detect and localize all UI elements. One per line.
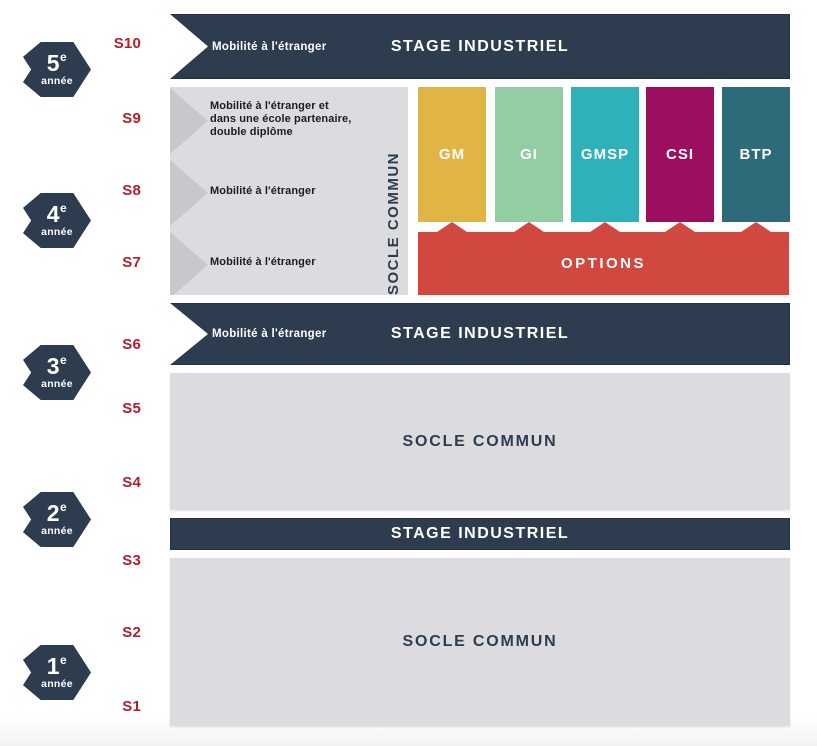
mobility-note-s9: Mobilité à l'étranger et dans une école …	[210, 100, 352, 138]
mobility-arrow-icon	[170, 160, 208, 226]
mobility-note-s8: Mobilité à l'étranger	[210, 185, 316, 197]
year-label: année	[41, 226, 73, 239]
stage-industriel-title: STAGE INDUSTRIEL	[390, 37, 570, 55]
options-arrow-up-icon	[665, 222, 695, 232]
socle-commun-vertical-label: SOCLE COMMUN	[385, 152, 402, 295]
year-badge-5: 5e année	[23, 42, 91, 97]
year-badge-1: 1e année	[23, 645, 91, 700]
mobility-note-s7: Mobilité à l'étranger	[210, 256, 316, 268]
socle-commun-panel-s1-s2: SOCLE COMMUN	[170, 558, 790, 726]
track-column-gi: GI	[495, 87, 563, 222]
options-bar: OPTIONS	[418, 222, 789, 295]
semester-label-s2: S2	[122, 624, 141, 641]
year-label: année	[41, 678, 73, 691]
semester-label-s10: S10	[113, 35, 141, 52]
semester-label-s5: S5	[122, 400, 141, 417]
socle-commun-panel-4a: Mobilité à l'étranger et dans une école …	[170, 87, 408, 295]
semester-label-s9: S9	[122, 110, 141, 127]
year-label: année	[41, 525, 73, 538]
semester-label-s4: S4	[122, 474, 141, 491]
year-badge-4: 4e année	[23, 193, 91, 248]
track-column-gmsp: GMSP	[571, 87, 639, 222]
stage-industriel-title: STAGE INDUSTRIEL	[390, 525, 570, 542]
options-title: OPTIONS	[560, 255, 646, 272]
year-label: année	[41, 378, 73, 391]
stage-industriel-bar-s10: Mobilité à l'étranger STAGE INDUSTRIEL	[170, 14, 790, 79]
socle-commun-title: SOCLE COMMUN	[402, 633, 558, 650]
mobility-arrow-icon	[170, 232, 208, 295]
semester-label-s1: S1	[122, 698, 141, 715]
semester-label-s3: S3	[122, 552, 141, 569]
semester-label-s7: S7	[122, 254, 141, 271]
options-arrow-up-icon	[514, 222, 544, 232]
track-column-btp: BTP	[722, 87, 790, 222]
stage-industriel-bar-s6: Mobilité à l'étranger STAGE INDUSTRIEL	[170, 303, 790, 365]
diagram-body: Mobilité à l'étranger STAGE INDUSTRIEL M…	[170, 0, 790, 746]
track-column-csi: CSI	[646, 87, 714, 222]
options-arrow-up-icon	[437, 222, 467, 232]
mobility-note: Mobilité à l'étranger	[212, 40, 327, 53]
year-number: 1e	[46, 652, 68, 680]
stage-industriel-title: STAGE INDUSTRIEL	[390, 325, 570, 342]
mobility-arrow-icon	[170, 88, 208, 154]
options-arrow-up-icon	[590, 222, 620, 232]
year-label: année	[41, 75, 73, 88]
year-badge-3: 3e année	[23, 345, 91, 400]
semester-label-s8: S8	[122, 182, 141, 199]
stage-industriel-bar-s3: STAGE INDUSTRIEL	[170, 518, 790, 550]
options-arrow-up-icon	[741, 222, 771, 232]
socle-commun-title: SOCLE COMMUN	[402, 432, 558, 450]
semester-label-s6: S6	[122, 336, 141, 353]
year-number: 3e	[46, 352, 68, 380]
year-badge-2: 2e année	[23, 492, 91, 547]
year-number: 2e	[46, 499, 68, 527]
year-number: 4e	[46, 200, 68, 228]
mobility-note: Mobilité à l'étranger	[212, 328, 327, 340]
year-number: 5e	[46, 49, 68, 77]
socle-commun-panel-s4-s5: SOCLE COMMUN	[170, 373, 790, 510]
track-column-gm: GM	[418, 87, 486, 222]
